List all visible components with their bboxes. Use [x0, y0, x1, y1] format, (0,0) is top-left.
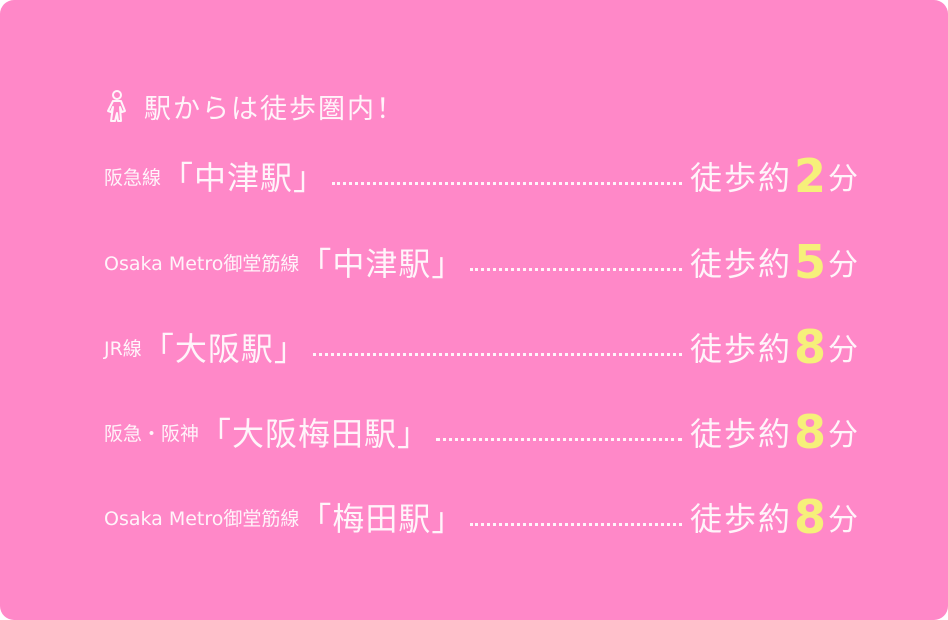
station-row: JR線 「大阪駅」 徒歩約 8 分 [104, 319, 858, 375]
station-name: 「大阪梅田駅」 [199, 415, 431, 453]
walk-label: 徒歩約 [689, 245, 792, 283]
dotted-leader [312, 352, 682, 356]
station-row: 阪急・阪神 「大阪梅田駅」 徒歩約 8 分 [104, 404, 858, 460]
minutes-unit: 分 [828, 503, 858, 538]
dotted-leader [470, 267, 682, 271]
heading-text: 駅からは徒歩圏内！ [144, 93, 405, 125]
walk-label: 徒歩約 [689, 415, 792, 453]
minutes-unit: 分 [828, 162, 858, 197]
station-row: 阪急線 「中津駅」 徒歩約 2 分 [104, 148, 858, 204]
line-name: JR線 [104, 337, 142, 360]
line-name: Osaka Metro御堂筋線 [104, 507, 300, 530]
walk-minutes: 5 [793, 235, 826, 289]
station-name: 「梅田駅」 [299, 500, 465, 538]
walk-label: 徒歩約 [689, 159, 792, 197]
station-name: 「大阪駅」 [141, 330, 307, 368]
station-name: 「中津駅」 [299, 245, 465, 283]
minutes-unit: 分 [828, 418, 858, 453]
walk-minutes: 2 [793, 149, 826, 203]
minutes-unit: 分 [828, 248, 858, 283]
line-name: 阪急・阪神 [104, 422, 200, 445]
walk-label: 徒歩約 [689, 500, 792, 538]
heading: 駅からは徒歩圏内！ [104, 84, 405, 128]
line-name: 阪急線 [104, 166, 162, 189]
walk-minutes: 8 [793, 490, 826, 544]
station-row: Osaka Metro御堂筋線 「梅田駅」 徒歩約 8 分 [104, 489, 858, 545]
walking-person-icon [107, 90, 126, 122]
walk-minutes: 8 [793, 405, 826, 459]
station-name: 「中津駅」 [161, 159, 327, 197]
dotted-leader [436, 437, 682, 441]
walk-minutes: 8 [793, 320, 826, 374]
walk-label: 徒歩約 [689, 330, 792, 368]
dotted-leader [470, 522, 682, 526]
line-name: Osaka Metro御堂筋線 [104, 252, 300, 275]
dotted-leader [332, 181, 682, 185]
station-row: Osaka Metro御堂筋線 「中津駅」 徒歩約 5 分 [104, 234, 858, 290]
minutes-unit: 分 [828, 333, 858, 368]
